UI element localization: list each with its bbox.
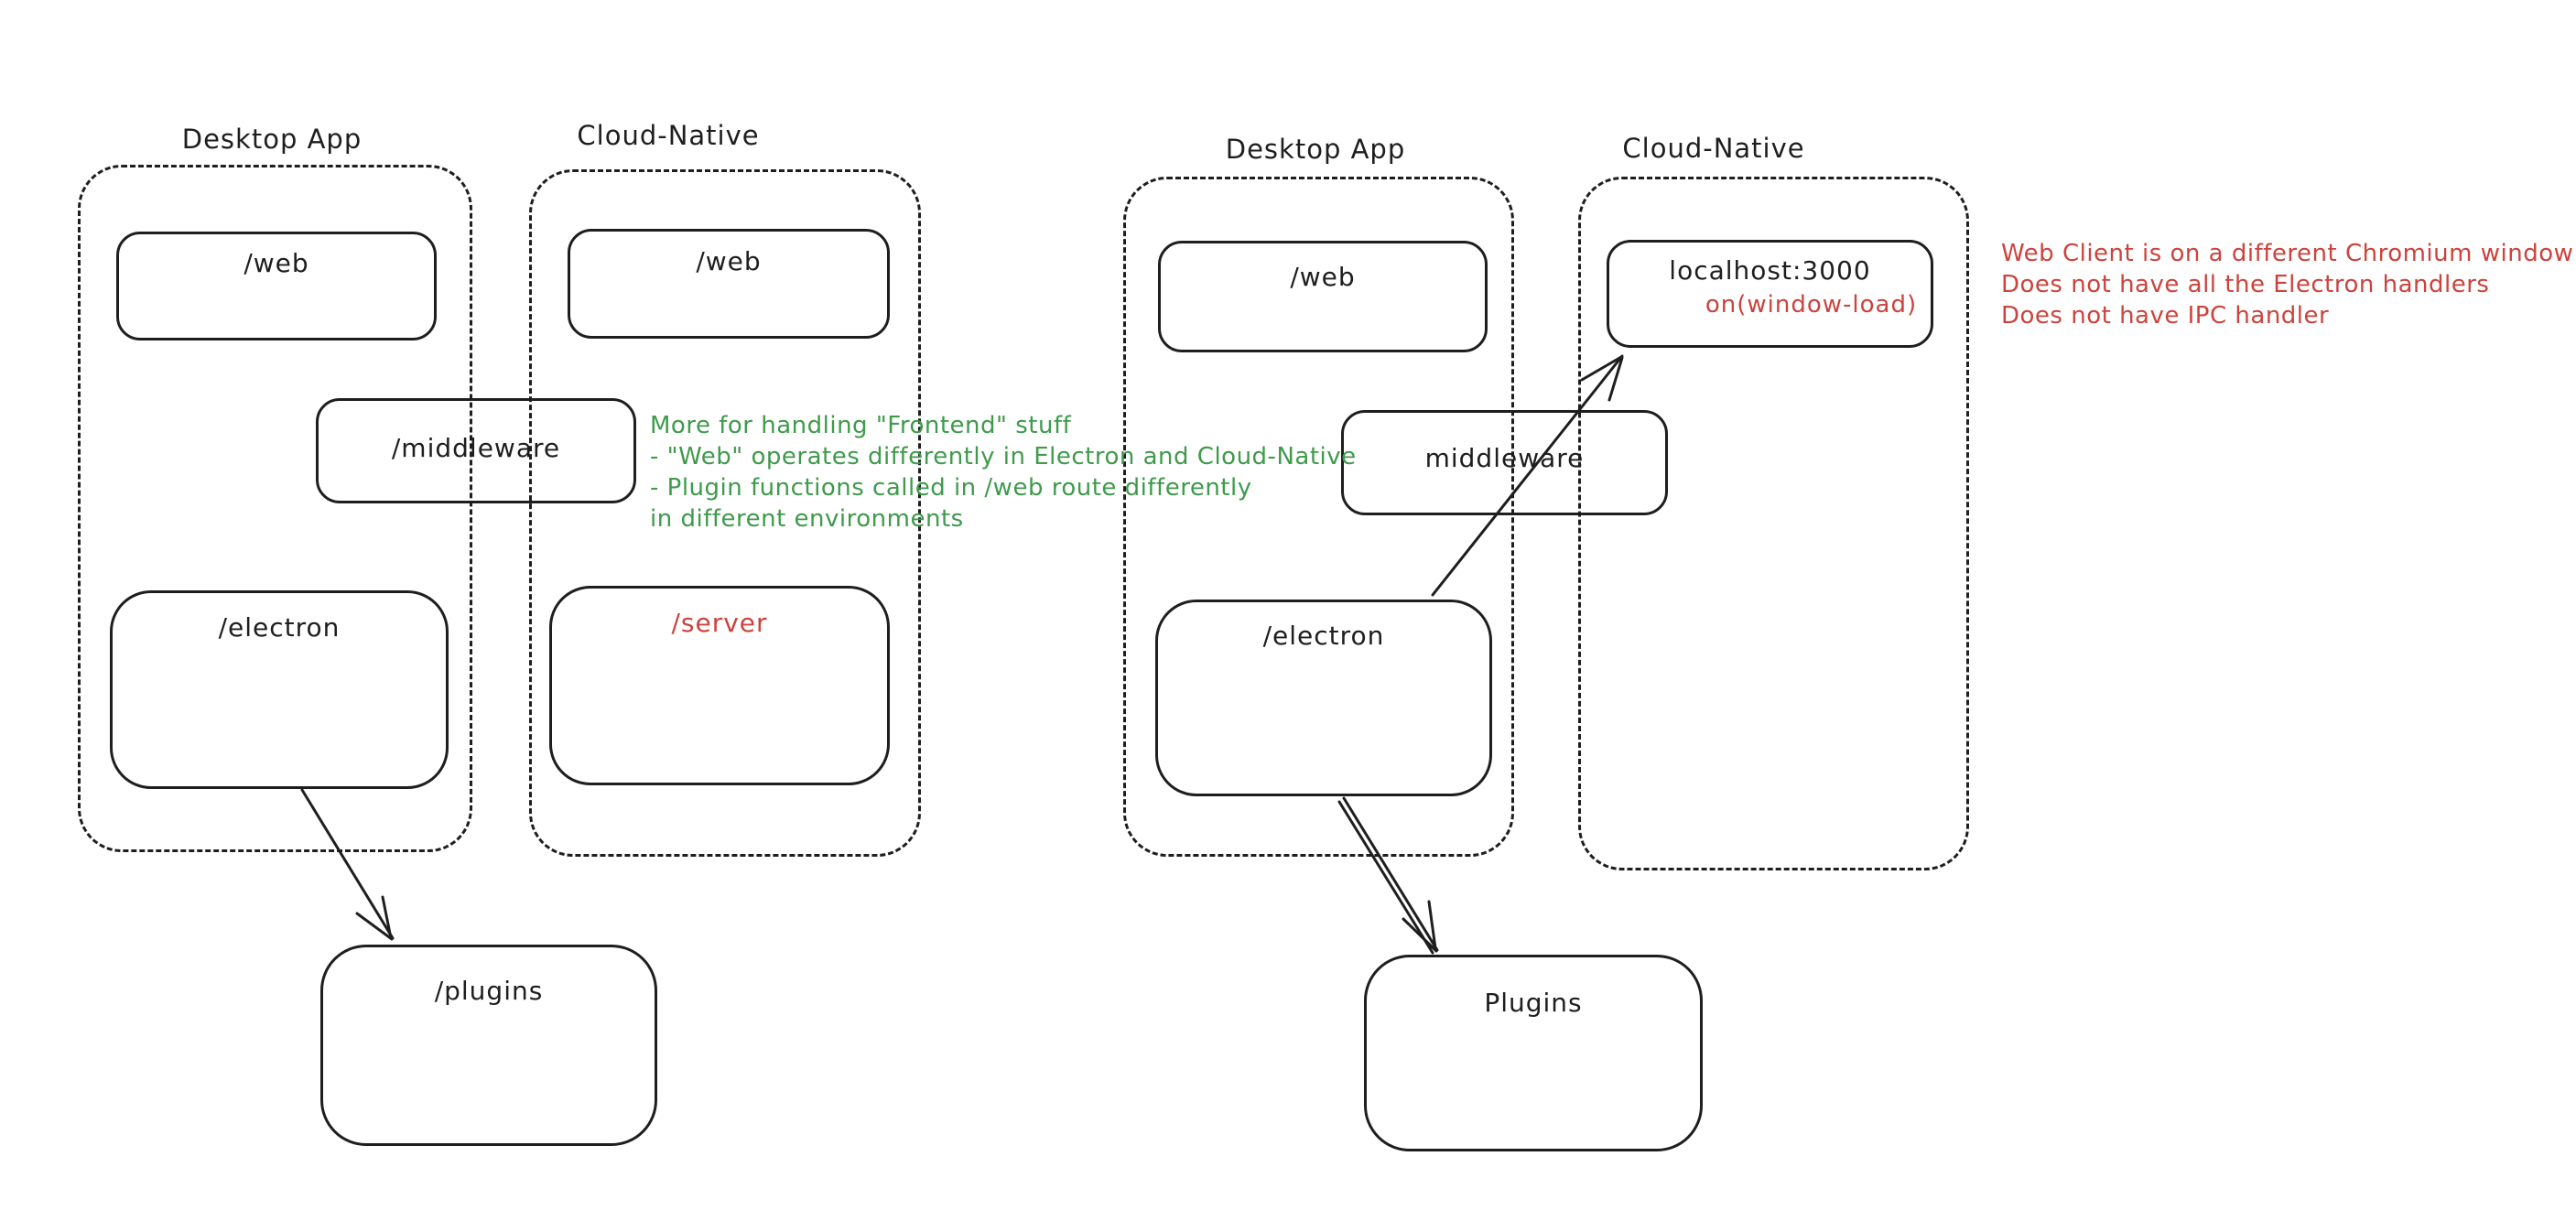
green-note-line-3: - Plugin functions called in /web route … [650,474,1252,502]
green-note-line-1: More for handling "Frontend" stuff [650,412,1072,439]
right-desktop-web-label: /web [1290,262,1356,292]
left-plugins-label: /plugins [434,976,544,1006]
green-note-line-2: - "Web" operates differently in Electron… [650,443,1357,470]
left-electron-label: /electron [218,612,341,643]
red-note-line-3: Does not have IPC handler [2001,302,2330,330]
left-middleware-label: /middleware [391,433,561,463]
right-plugins-label: Plugins [1484,988,1583,1018]
right-electron-box: /electron [1155,600,1492,796]
red-note-line-2: Does not have all the Electron handlers [2001,271,2490,298]
right-desktop-web-box: /web [1158,241,1488,352]
left-middleware-box: /middleware [316,398,636,503]
left-desktop-app-label: Desktop App [181,124,363,155]
left-cloud-web-label: /web [696,246,762,276]
left-desktop-web-box: /web [116,232,437,340]
right-plugins-box: Plugins [1364,955,1703,1151]
left-electron-box: /electron [110,590,449,789]
left-server-label: /server [671,608,768,638]
right-desktop-app-label: Desktop App [1225,134,1406,165]
right-localhost-box: localhost:3000 on(window-load) [1607,240,1933,348]
left-cloud-web-box: /web [568,229,890,339]
right-electron-label: /electron [1262,621,1385,651]
left-cloud-native-container [529,169,921,857]
green-note: More for handling "Frontend" stuff - "We… [650,410,1357,535]
left-plugins-box: /plugins [320,945,657,1146]
right-cloud-native-label: Cloud-Native [1622,133,1805,164]
right-middleware-label: middleware [1424,443,1585,473]
green-note-line-4: in different environments [650,505,964,533]
red-note: Web Client is on a different Chromium wi… [2001,238,2573,331]
left-cloud-native-label: Cloud-Native [577,120,760,151]
red-note-line-1: Web Client is on a different Chromium wi… [2001,240,2574,267]
left-desktop-web-label: /web [244,248,309,278]
left-server-box: /server [549,586,890,785]
right-middleware-box: middleware [1341,410,1668,515]
left-desktop-app-container [78,165,472,852]
right-localhost-subtitle: on(window-load) [1705,291,1918,319]
right-localhost-title: localhost:3000 [1669,255,1871,286]
